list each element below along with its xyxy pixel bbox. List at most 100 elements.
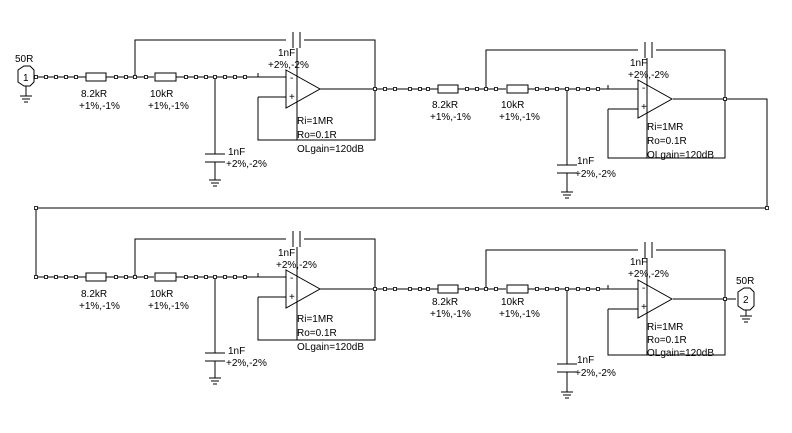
wire-node [373,87,377,91]
opamp-minus: - [290,73,293,84]
wire-node [408,87,412,91]
wire-node [426,287,430,291]
ro-label: Ro=0.1R [297,328,337,339]
cfb-value: 1nF [278,248,295,259]
capacitor-feedback [286,32,304,48]
r2-value: 10kR [501,297,524,308]
wire-node [74,275,78,279]
ol-label: OLgain=120dB [647,348,714,359]
wire-node [586,87,590,91]
wire-node [223,75,227,79]
wire-node [723,97,727,101]
wire-node [243,275,247,279]
wire-node [124,275,128,279]
wire-node [475,87,479,91]
csh-value: 1nF [577,156,594,167]
capacitor-feedback [286,231,304,247]
wire-node [383,287,387,291]
csh-tol: +2%,-2% [575,368,616,379]
wire-node [144,75,148,79]
cfb-tol: +2%,-2% [628,269,669,280]
r1-value: 8.2kR [81,89,107,100]
opamp-minus: - [642,83,645,94]
wire-node [133,75,137,79]
cfb-tol: +2%,-2% [628,70,669,81]
capacitor-shunt [205,350,225,385]
stage-4: - + 8.2kR +1%,-1% 10kR +1%,-1% 1nF +2%,-… [410,242,736,399]
ro-label: Ro=0.1R [647,136,687,147]
wire-node [535,287,539,291]
ol-label: OLgain=120dB [297,342,364,353]
wire-node [465,287,469,291]
capacitor-shunt [205,138,225,187]
resistor-10k [506,84,529,94]
wire-node [44,275,48,279]
opamp-minus: - [290,273,293,284]
cfb-value: 1nF [630,58,647,69]
wire-node [723,297,727,301]
capacitor-feedback [638,242,656,258]
wire-node [184,75,188,79]
wire-node [233,75,237,79]
ri-label: Ri=1MR [647,122,683,133]
load-port: 50R 2 [736,276,755,323]
resistor-10k [154,272,177,282]
wire-node [545,87,549,91]
wire-node [408,287,412,291]
wire-node [204,75,208,79]
ol-label: OLgain=120dB [647,150,714,161]
r2-tol: +1%,-1% [148,101,189,112]
stage-2: - + 8.2kR +1%,-1% 10kR +1%,-1% 1nF +2%,-… [410,42,726,199]
wire-node [34,206,38,210]
wire-node [535,87,539,91]
wire-node [114,275,118,279]
wire-node [465,87,469,91]
wire-node [213,75,217,79]
r2-tol: +1%,-1% [148,301,189,312]
r2-value: 10kR [501,100,524,111]
wire-node [484,287,488,291]
r1-value: 8.2kR [432,297,458,308]
wire-node [576,87,580,91]
csh-tol: +2%,-2% [226,358,267,369]
wire-node [74,75,78,79]
resistor-8k2 [437,84,459,94]
junction-dots [34,75,769,301]
wire-node [184,275,188,279]
source-label: 50R [15,54,33,65]
csh-value: 1nF [228,147,245,158]
opamp-plus: + [641,302,647,313]
source-number: 1 [23,73,29,84]
wire-node [243,75,247,79]
wire-node [223,275,227,279]
wire-node [545,287,549,291]
wire-node [64,275,68,279]
wire-node [34,275,38,279]
resistor-8k2 [437,284,459,294]
wire-node [34,75,38,79]
wire-node [393,287,397,291]
csh-tol: +2%,-2% [226,159,267,170]
cfb-tol: +2%,-2% [268,60,309,71]
wire-node [194,275,198,279]
opamp-plus: + [289,292,295,303]
wire-node [565,87,569,91]
source-port: 50R 1 [15,54,36,103]
resistor-10k [154,72,177,82]
wire-node [54,275,58,279]
wire-node [494,287,498,291]
wire-node [393,87,397,91]
r2-value: 10kR [150,89,173,100]
wire-node [565,287,569,291]
wire-node [765,206,769,210]
resistor-8k2 [85,272,107,282]
wire-node [114,75,118,79]
wire-node [133,275,137,279]
wire-node [555,87,559,91]
load-number: 2 [743,295,749,306]
ro-label: Ro=0.1R [647,335,687,346]
capacitor-shunt [557,350,577,399]
ol-label: OLgain=120dB [297,144,364,155]
wire-node [596,287,600,291]
